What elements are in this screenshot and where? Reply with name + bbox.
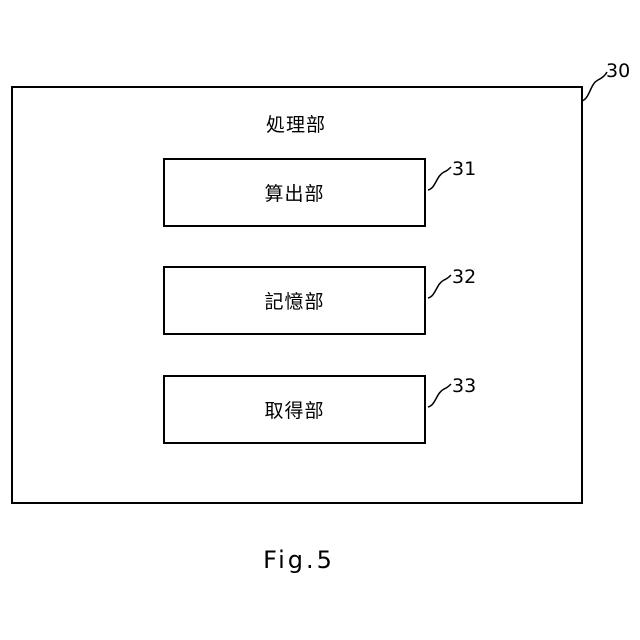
figure-caption: Fig.5	[0, 546, 598, 574]
leader-line-31	[428, 167, 451, 190]
leader-line-33	[428, 384, 451, 407]
ref-label-30: 30	[606, 62, 630, 81]
leader-line-30	[582, 72, 607, 101]
leader-line-32	[428, 275, 451, 298]
ref-label-33: 33	[452, 377, 476, 396]
ref-label-32: 32	[452, 268, 476, 287]
ref-label-31: 31	[452, 160, 476, 179]
